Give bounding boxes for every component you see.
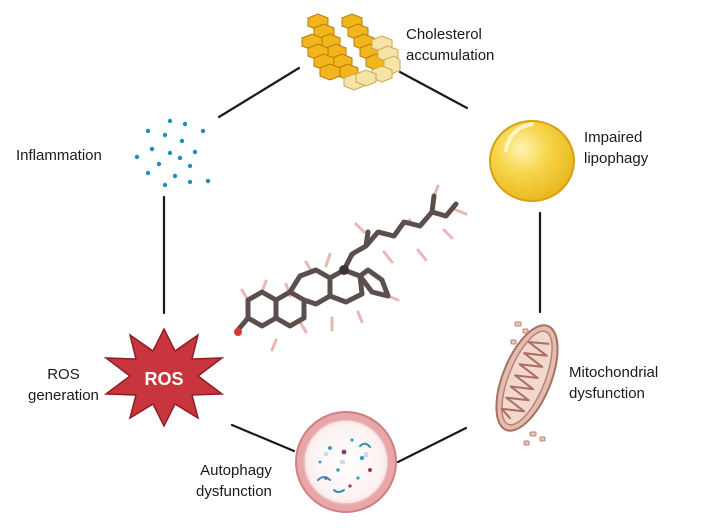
autophagy-label: Autophagy dysfunction	[196, 460, 272, 502]
cholesterol-molecule-icon	[234, 184, 468, 352]
mitochondrial-label-line1: Mitochondrial	[569, 364, 659, 381]
mitochondrion-icon	[495, 324, 559, 432]
edge-inflammation-cholesterol	[217, 66, 301, 119]
lipid-droplet-icon	[489, 120, 575, 202]
edge-autophagy-ros	[230, 423, 296, 453]
cholesterol-label-line1: Cholesterol	[406, 26, 482, 43]
lipophagy-label-line1: Impaired	[584, 129, 643, 146]
ros-label-line2: generation	[28, 387, 99, 404]
cycle-edges	[162, 66, 542, 464]
autophagosome-icon	[295, 411, 397, 513]
lipophagy-label-line2: lipophagy	[584, 150, 649, 167]
mitochondrial-label: Mitochondrial dysfunction	[569, 362, 658, 404]
mitochondrion-fragments	[510, 321, 546, 446]
autophagy-label-line2: dysfunction	[196, 483, 272, 500]
autophagy-label-line1: Autophagy	[200, 462, 272, 479]
edge-mitochondrial-autophagy	[396, 426, 468, 464]
ros-badge: ROS	[144, 369, 183, 389]
ros-label-line1: ROS	[47, 366, 80, 383]
inflammation-label: Inflammation	[16, 145, 102, 166]
ros-burst-icon	[103, 327, 225, 428]
cholesterol-label-line2: accumulation	[406, 47, 495, 64]
lipophagy-label: Impaired lipophagy	[584, 127, 648, 169]
mitochondrial-label-line2: dysfunction	[569, 385, 645, 402]
ros-label: ROS generation	[28, 364, 99, 406]
inflammation-dots-icon	[134, 118, 211, 188]
edge-cholesterol-lipophagy	[398, 70, 469, 110]
inflammation-label-line1: Inflammation	[16, 147, 102, 164]
cholesterol-label: Cholesterol accumulation	[406, 24, 494, 66]
cholesterol-crystal-icon	[301, 13, 401, 91]
